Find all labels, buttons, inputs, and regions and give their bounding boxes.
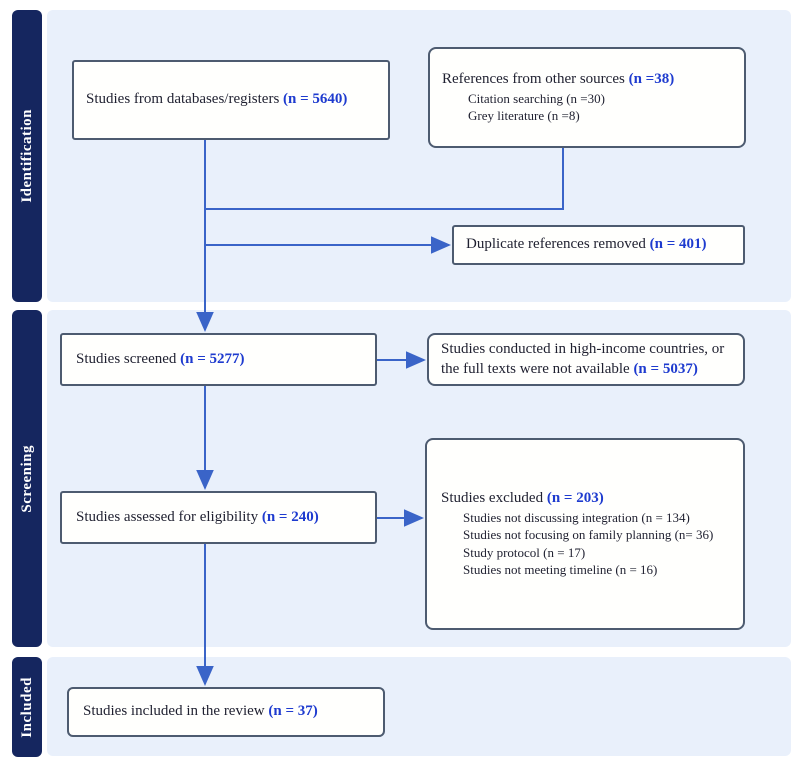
box-studies-databases: Studies from databases/registers (n = 56… bbox=[72, 60, 390, 140]
box-studies-included: Studies included in the review (n = 37) bbox=[67, 687, 385, 737]
box-duplicates-removed-label: Duplicate references removed bbox=[466, 236, 650, 253]
box-studies-screened: Studies screened (n = 5277) bbox=[60, 333, 377, 386]
box-studies-databases-label: Studies from databases/registers bbox=[86, 91, 284, 108]
box-studies-excluded-label: Studies excluded bbox=[441, 490, 547, 507]
excluded-item: Study protocol (n = 17) bbox=[463, 544, 586, 560]
other-sources-item: Grey literature (n =8) bbox=[468, 108, 580, 124]
box-studies-excluded-count: (n = 203) bbox=[546, 490, 604, 507]
excluded-item: Studies not discussing integration (n = … bbox=[463, 509, 690, 525]
stage-label-included: Included bbox=[18, 676, 35, 738]
box-duplicates-removed: Duplicate references removed (n = 401) bbox=[452, 225, 745, 265]
box-duplicates-removed-count: (n = 401) bbox=[649, 236, 707, 253]
box-studies-screened-label: Studies screened bbox=[76, 350, 181, 367]
box-high-income-excluded-count: (n = 5037) bbox=[633, 360, 698, 377]
box-other-sources: References from other sources (n =38) Ci… bbox=[428, 47, 746, 148]
excluded-items: Studies not discussing integration (n = … bbox=[441, 509, 729, 579]
stage-label-screening: Screening bbox=[18, 444, 35, 513]
box-other-sources-count: (n =38) bbox=[628, 71, 675, 88]
excluded-item: Studies not meeting timeline (n = 16) bbox=[463, 562, 658, 578]
stage-bar-included: Included bbox=[12, 657, 42, 757]
box-studies-assessed-label: Studies assessed for eligibility bbox=[76, 508, 262, 525]
other-sources-items: Citation searching (n =30) Grey literatu… bbox=[442, 90, 732, 125]
stage-bar-screening: Screening bbox=[12, 310, 42, 647]
box-studies-excluded: Studies excluded (n = 203) Studies not d… bbox=[425, 438, 745, 630]
box-high-income-excluded-label: Studies conducted in high-income countri… bbox=[441, 341, 725, 377]
box-studies-screened-count: (n = 5277) bbox=[180, 350, 245, 367]
box-other-sources-label: References from other sources bbox=[442, 71, 629, 88]
box-studies-assessed: Studies assessed for eligibility (n = 24… bbox=[60, 491, 377, 544]
stage-label-identification: Identification bbox=[18, 109, 35, 203]
box-high-income-excluded: Studies conducted in high-income countri… bbox=[427, 333, 745, 386]
box-studies-assessed-count: (n = 240) bbox=[261, 508, 319, 525]
stage-bar-identification: Identification bbox=[12, 10, 42, 302]
box-studies-databases-count: (n = 5640) bbox=[283, 91, 348, 108]
other-sources-item: Citation searching (n =30) bbox=[468, 90, 605, 106]
box-studies-included-count: (n = 37) bbox=[268, 703, 318, 720]
excluded-item: Studies not focusing on family planning … bbox=[463, 527, 714, 543]
box-studies-included-label: Studies included in the review bbox=[83, 703, 269, 720]
